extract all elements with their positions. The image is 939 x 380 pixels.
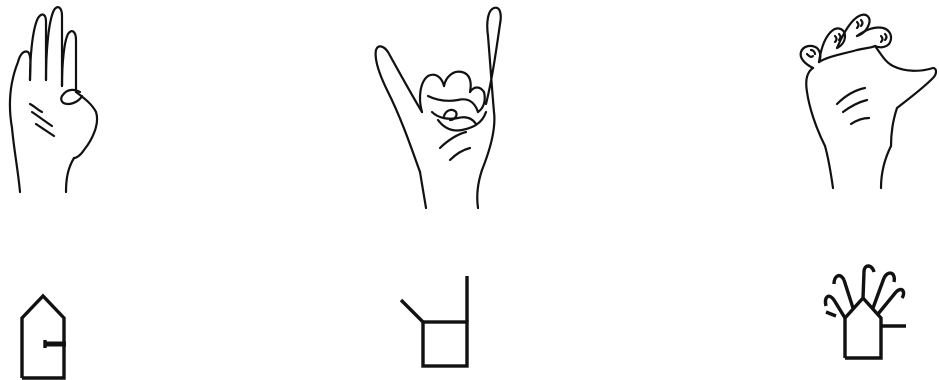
pentagon-hooked-fingers-symbol-icon xyxy=(812,262,912,370)
curled-fingers-spread-thumb-hand-icon xyxy=(785,0,939,195)
index-and-pinky-extended-hand-icon xyxy=(366,0,516,215)
panel-2-hand xyxy=(366,0,516,215)
panel-2-symbol xyxy=(395,272,475,380)
panel-3-hand xyxy=(785,0,939,195)
panel-1-hand xyxy=(0,0,120,200)
panel-3-symbol xyxy=(812,262,912,370)
flat-hand-thumb-across-palm-icon xyxy=(0,0,120,200)
square-two-stems-symbol-icon xyxy=(395,272,475,380)
panel-1-symbol xyxy=(15,288,75,380)
pentagon-thumb-bar-symbol-icon xyxy=(15,288,75,380)
